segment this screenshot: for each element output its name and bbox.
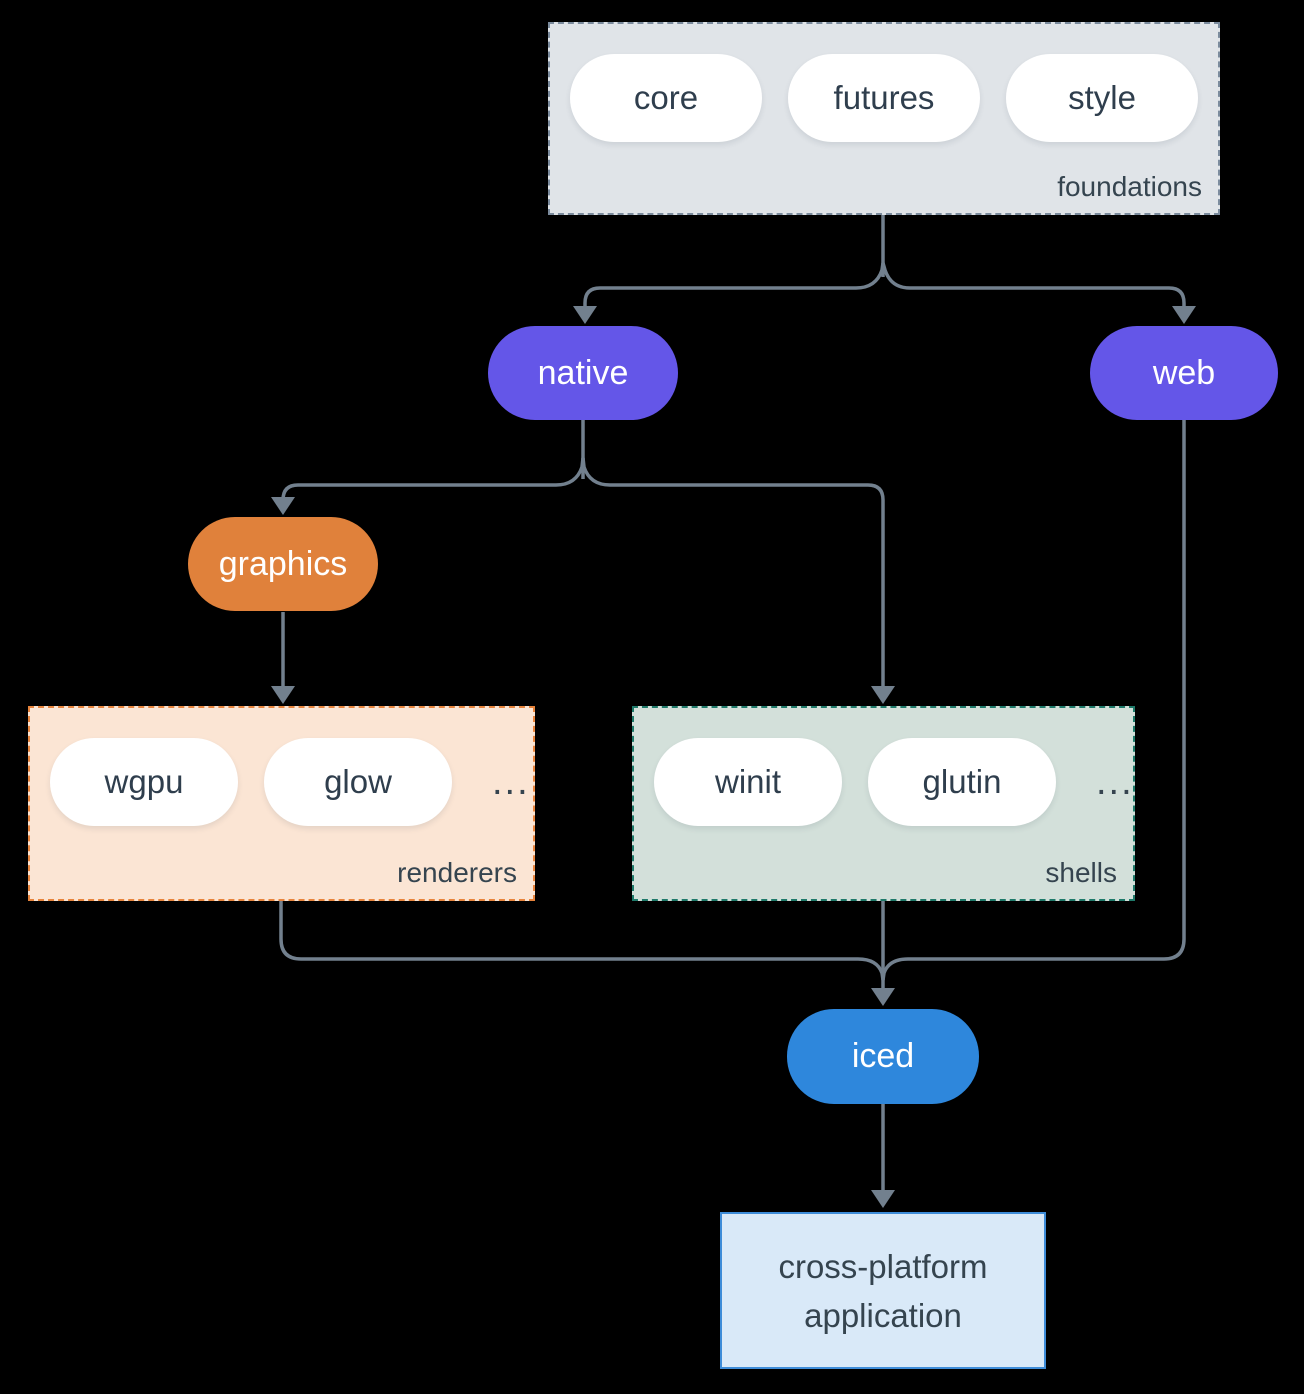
application-label-line1: cross-platform xyxy=(778,1247,988,1285)
arrowhead-iced xyxy=(871,988,895,1006)
arrowhead-application xyxy=(871,1190,895,1208)
group-renderers: wgpu glow ... renderers xyxy=(28,706,535,901)
group-renderers-label: renderers xyxy=(397,857,517,888)
group-shells-label: shells xyxy=(1045,857,1117,888)
node-glow-label: glow xyxy=(324,763,392,800)
node-graphics-label: graphics xyxy=(218,544,348,583)
group-foundations: core futures style foundations xyxy=(548,22,1220,215)
node-glow: glow xyxy=(264,738,452,826)
node-futures-label: futures xyxy=(833,79,935,116)
node-core-label: core xyxy=(633,79,699,116)
arrowhead-web xyxy=(1172,306,1196,324)
node-native-label: native xyxy=(537,353,629,392)
renderers-pill-row: wgpu glow ... xyxy=(30,708,533,826)
node-style: style xyxy=(1006,54,1198,142)
node-web-label: web xyxy=(1152,353,1216,392)
group-shells: winit glutin ... shells xyxy=(632,706,1135,901)
arrowhead-renderers xyxy=(271,686,295,704)
arrowhead-graphics xyxy=(271,497,295,515)
node-style-label: style xyxy=(1068,79,1136,116)
node-iced-label: iced xyxy=(851,1037,915,1075)
arrowhead-native xyxy=(573,306,597,324)
node-winit-label: winit xyxy=(714,763,782,800)
node-glutin: glutin xyxy=(868,738,1056,826)
edge-foundations-to-native xyxy=(583,262,885,318)
edge-foundations-to-web xyxy=(881,262,1186,318)
shells-ellipsis: ... xyxy=(1096,760,1134,803)
node-wgpu-label: wgpu xyxy=(104,763,184,800)
node-native: native xyxy=(488,326,678,420)
group-foundations-label: foundations xyxy=(1057,171,1202,202)
node-glutin-label: glutin xyxy=(922,763,1002,800)
node-cross-platform-application: cross-platform application xyxy=(720,1212,1046,1369)
edge-native-to-graphics xyxy=(281,457,585,501)
application-label-line2: application xyxy=(804,1296,962,1334)
edge-renderers-to-iced xyxy=(279,901,885,981)
shells-pill-row: winit glutin ... xyxy=(634,708,1133,826)
edge-native-to-shells xyxy=(581,457,885,688)
node-graphics: graphics xyxy=(188,517,378,611)
node-futures: futures xyxy=(788,54,980,142)
node-iced: iced xyxy=(787,1009,979,1104)
node-wgpu: wgpu xyxy=(50,738,238,826)
node-web: web xyxy=(1090,326,1278,420)
foundations-pill-row: core futures style xyxy=(550,24,1218,142)
arrowhead-shells xyxy=(871,686,895,704)
renderers-ellipsis: ... xyxy=(492,760,530,803)
node-core: core xyxy=(570,54,762,142)
node-winit: winit xyxy=(654,738,842,826)
